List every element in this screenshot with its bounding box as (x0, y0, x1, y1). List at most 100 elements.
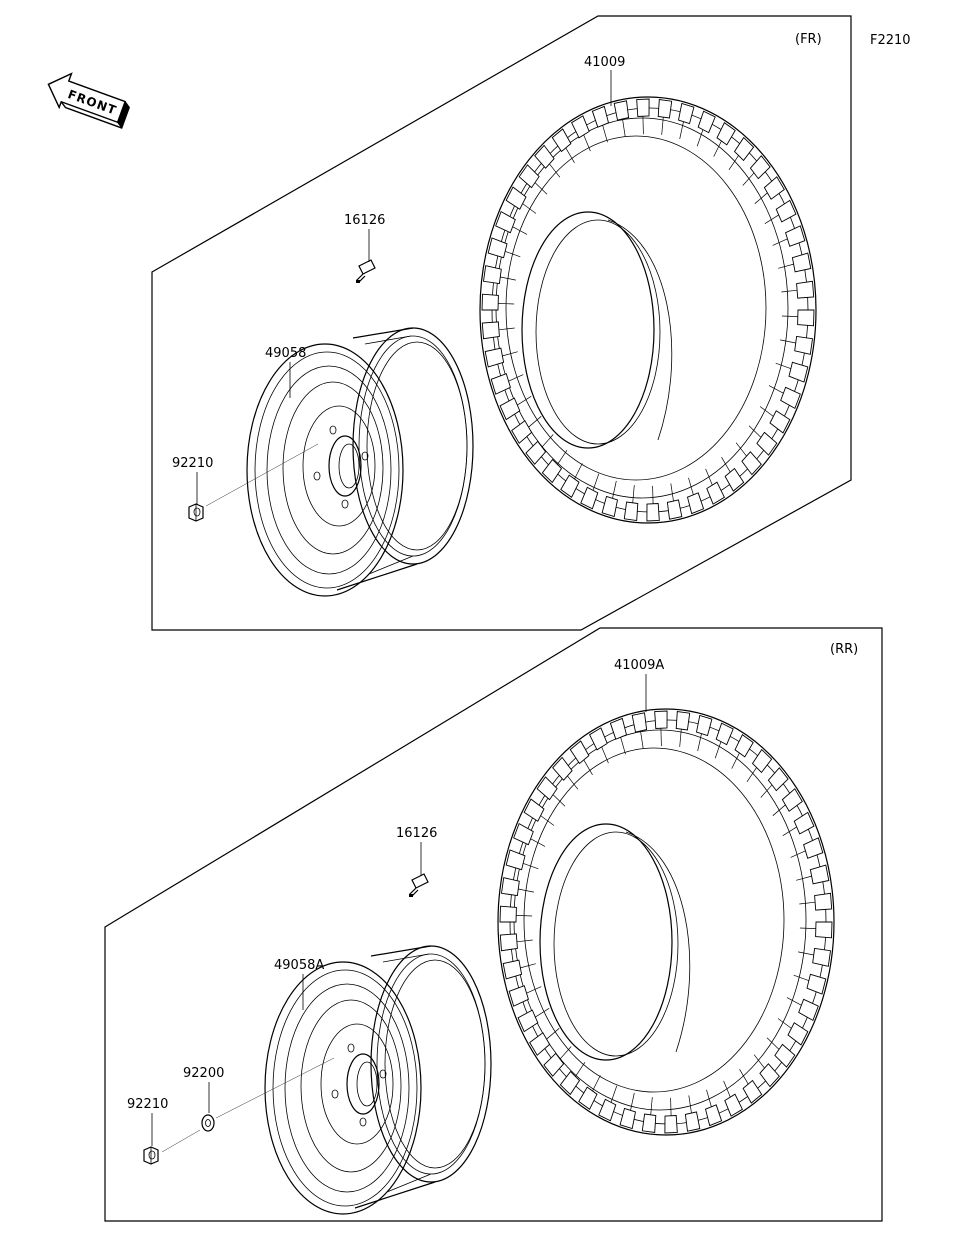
tread-block (781, 788, 803, 812)
tread-block (589, 727, 608, 751)
tread-block (481, 321, 500, 340)
tread-block (484, 347, 505, 368)
tread-block (511, 420, 533, 444)
tread-block (517, 1009, 539, 1033)
tread-lug (793, 974, 810, 982)
label-rear-washer: 92200 (183, 1066, 224, 1081)
tread-lug (735, 442, 747, 457)
tread-lug (541, 434, 554, 448)
tread-block (578, 1086, 598, 1110)
tread-block (641, 1113, 657, 1134)
tread-block (697, 110, 716, 134)
tread-block (756, 431, 778, 456)
tread-block (809, 864, 830, 885)
tread-block (763, 176, 785, 200)
tread-lug (799, 927, 816, 929)
tread-block (481, 293, 499, 311)
tread-lug (723, 1080, 731, 1098)
tread-lug (799, 901, 816, 905)
tread-block (803, 837, 824, 859)
tread-block (734, 734, 754, 758)
tread-block (609, 717, 628, 740)
tread-lug (602, 125, 608, 143)
tread-lug (559, 1046, 572, 1060)
tread-block (591, 105, 610, 128)
tread-block (636, 98, 650, 117)
tread-lug (650, 1097, 653, 1116)
tread-block (749, 155, 771, 180)
tread-block (571, 115, 590, 139)
tread-lug (688, 477, 694, 495)
rear-nut (143, 1146, 159, 1165)
tread-lug (766, 1037, 780, 1050)
tread-block (774, 1043, 796, 1068)
tread-lug (517, 396, 532, 406)
tread-block (541, 458, 563, 484)
label-rear-valve: 16126 (396, 826, 437, 841)
label-front-tire: 41009 (584, 55, 625, 70)
tread-block (482, 265, 502, 285)
tread-block (523, 798, 545, 822)
tread-block (502, 959, 523, 980)
tread-block (598, 1098, 617, 1122)
tread-lug (786, 997, 802, 1006)
front-nut (188, 503, 204, 522)
section-rear-frame (104, 627, 883, 1222)
tread-block (715, 722, 734, 746)
tread-block (518, 164, 540, 189)
tread-block (505, 849, 526, 871)
tread-lug (660, 728, 662, 747)
tread-block (529, 1032, 551, 1056)
section-front-frame (151, 15, 852, 631)
tread-lug (583, 759, 593, 775)
tread-block (580, 486, 599, 510)
tread-lug (778, 263, 794, 269)
label-rear-tire: 41009A (614, 658, 664, 673)
tread-lug (530, 838, 546, 847)
tread-lug (516, 915, 533, 917)
tread-lug (706, 1089, 712, 1107)
tread-block (623, 501, 639, 522)
tread-block (513, 822, 534, 846)
tread-block (664, 1115, 678, 1134)
tread-lug (713, 140, 722, 157)
tread-lug (742, 172, 755, 186)
rear-valve (408, 873, 429, 898)
tread-lug (790, 850, 806, 858)
tread-lug (546, 1028, 560, 1040)
tread-block (724, 1093, 743, 1117)
tread-lug (764, 214, 779, 224)
tread-lug (781, 315, 798, 317)
tread-lug (796, 875, 812, 881)
front-valve (355, 259, 376, 284)
diagram-code: F2210 (870, 33, 911, 48)
tread-lug (642, 116, 644, 135)
tread-block (797, 309, 815, 327)
tread-block (613, 100, 630, 121)
tread-block (798, 998, 819, 1022)
tread-lug (760, 784, 773, 798)
tread-lug (557, 450, 568, 465)
tread-lug (772, 804, 786, 816)
tread-lug (697, 733, 702, 752)
tread-lug (620, 737, 626, 755)
tread-block (601, 495, 619, 518)
tread-lug (739, 1069, 749, 1085)
tread-block (495, 210, 516, 234)
tread-block (787, 1022, 809, 1046)
label-front-nut: 92210 (172, 456, 213, 471)
label-front-wheel: 49058 (265, 346, 306, 361)
tread-block (677, 102, 695, 125)
tread-lug (592, 473, 600, 491)
front-arrow-icon: FRONT (47, 72, 130, 130)
tread-block (499, 933, 518, 952)
tread-lug (575, 1062, 586, 1077)
tread-lug (592, 1075, 601, 1092)
tread-lug (679, 121, 684, 140)
tread-lug (679, 728, 682, 747)
tread-block (788, 361, 809, 383)
tread-lug (670, 483, 674, 502)
tread-block (704, 1104, 723, 1127)
tread-block (769, 410, 791, 434)
